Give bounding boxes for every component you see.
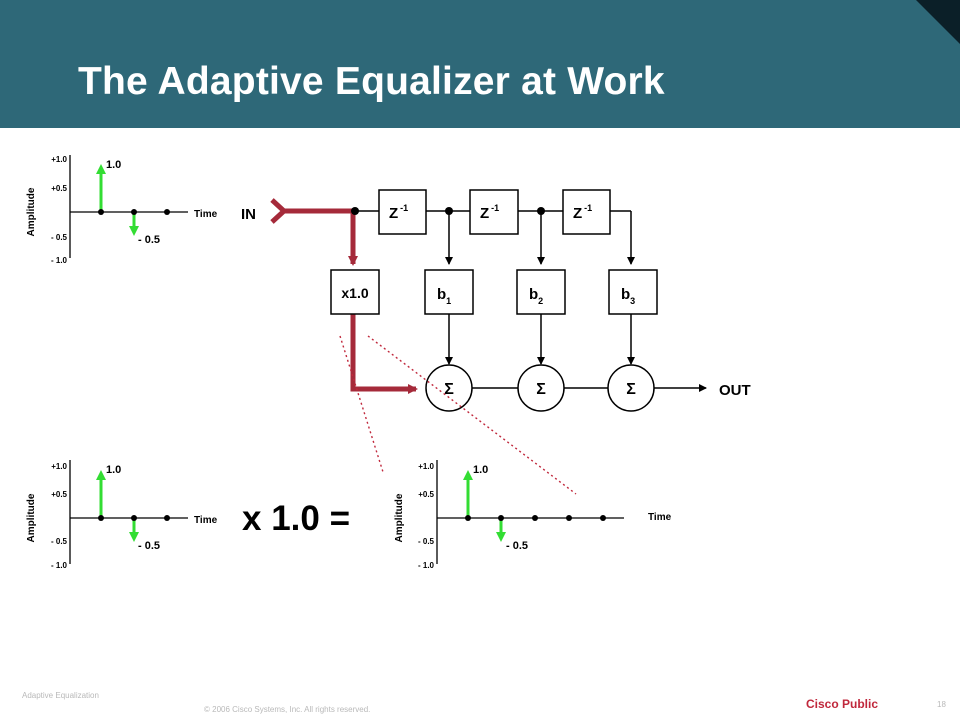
sample-dot [465, 515, 471, 521]
footer-section-name: Adaptive Equalization [22, 691, 99, 700]
delay-exponent: -1 [491, 203, 499, 213]
output-plot: Amplitude +1.0 +0.5 - 0.5 - 1.0 Time 1.0… [394, 460, 672, 570]
sample-label: 1.0 [106, 159, 121, 171]
tick-label: +0.5 [51, 490, 67, 499]
x-axis-label: Time [194, 515, 218, 526]
delay-box-1: Z-1 [378, 189, 427, 235]
callout-line [339, 335, 384, 473]
input-plot: Amplitude +1.0 +0.5 - 0.5 - 1.0 Time 1.0… [26, 155, 218, 265]
sample-label: 1.0 [106, 464, 121, 476]
tap-node [537, 207, 545, 215]
delay-box-2: Z-1 [469, 189, 519, 235]
tap-input-plot: Amplitude +1.0 +0.5 - 0.5 - 1.0 Time 1.0… [26, 460, 218, 570]
y-axis-label: Amplitude [394, 493, 405, 542]
tick-label: - 0.5 [418, 537, 435, 546]
tick-label: - 0.5 [51, 537, 68, 546]
delay-box-3: Z-1 [562, 189, 611, 235]
x-axis-label: Time [194, 209, 218, 220]
corner-fold [916, 0, 960, 44]
sample-label: - 0.5 [506, 540, 528, 552]
tick-label: +1.0 [418, 462, 434, 471]
summer-2: Σ [517, 364, 565, 412]
tap-node [351, 207, 359, 215]
svg-text:b3: b3 [621, 286, 635, 306]
delay-symbol: Z [573, 205, 582, 222]
sample-dot [98, 515, 104, 521]
tick-label: +1.0 [51, 462, 67, 471]
sample-dot [600, 515, 606, 521]
sample-dot [532, 515, 538, 521]
equalizer-block: IN Z-1 Z-1 Z-1 x1.0 [241, 189, 751, 412]
svg-text:Z-1: Z-1 [389, 203, 408, 222]
delay-exponent: -1 [400, 203, 408, 213]
svg-text:Z-1: Z-1 [573, 203, 592, 222]
sample-dot [164, 515, 170, 521]
header-bar: The Adaptive Equalizer at Work [0, 0, 960, 128]
sample-dot [164, 209, 170, 215]
svg-text:Z-1: Z-1 [480, 203, 499, 222]
delay-symbol: Z [480, 205, 489, 222]
sample-label: - 0.5 [138, 540, 160, 552]
sample-dot [98, 209, 104, 215]
tick-label: +1.0 [51, 155, 67, 164]
output-label: OUT [719, 382, 751, 399]
tick-label: +0.5 [418, 490, 434, 499]
coefficient-index: 1 [446, 296, 451, 306]
tick-label: - 1.0 [51, 256, 68, 265]
summer-1: Σ [425, 364, 473, 412]
gain-box: x1.0 [330, 269, 380, 315]
tap-node [445, 207, 453, 215]
tick-label: - 0.5 [51, 233, 68, 242]
tick-label: - 1.0 [51, 561, 68, 570]
sample-dot [131, 515, 137, 521]
sample-dot [131, 209, 137, 215]
svg-text:b2: b2 [529, 286, 543, 306]
callout-line [367, 335, 577, 495]
footer: Adaptive Equalization © 2006 Cisco Syste… [0, 688, 960, 720]
coefficient-box-1: b1 [424, 269, 474, 315]
input-label: IN [241, 206, 256, 223]
summer-symbol: Σ [444, 381, 454, 398]
y-axis-label: Amplitude [26, 493, 37, 542]
y-axis-label: Amplitude [26, 187, 37, 236]
sample-label: 1.0 [473, 464, 488, 476]
coefficient-index: 2 [538, 296, 543, 306]
footer-classification: Cisco Public [806, 697, 879, 711]
summer-3: Σ [607, 364, 655, 412]
coefficient-index: 3 [630, 296, 635, 306]
tick-label: - 1.0 [418, 561, 435, 570]
summer-symbol: Σ [536, 381, 546, 398]
coefficient-symbol: b [437, 286, 446, 303]
coefficient-symbol: b [529, 286, 538, 303]
tick-label: +0.5 [51, 184, 67, 193]
sample-dot [566, 515, 572, 521]
footer-page-number: 18 [937, 700, 946, 709]
svg-text:b1: b1 [437, 286, 451, 306]
coefficient-symbol: b [621, 286, 630, 303]
gain-label: x1.0 [341, 285, 368, 301]
sample-label: - 0.5 [138, 234, 160, 246]
coefficient-box-2: b2 [516, 269, 566, 315]
signal-path-gain-to-sum [350, 314, 418, 394]
equation-text: x 1.0 = [242, 499, 350, 538]
x-axis-label: Time [648, 512, 672, 523]
delay-exponent: -1 [584, 203, 592, 213]
footer-copyright: © 2006 Cisco Systems, Inc. All rights re… [204, 705, 371, 714]
coefficient-box-3: b3 [608, 269, 658, 315]
page-title: The Adaptive Equalizer at Work [78, 60, 665, 103]
summer-symbol: Σ [626, 381, 636, 398]
delay-symbol: Z [389, 205, 398, 222]
sample-dot [498, 515, 504, 521]
